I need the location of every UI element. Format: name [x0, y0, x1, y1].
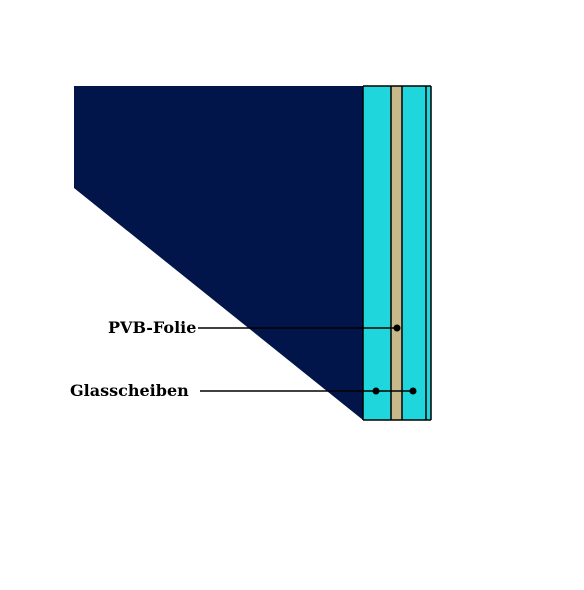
- leader-dot-glass-back: [409, 387, 417, 395]
- leader-dot-pvb: [393, 324, 401, 332]
- glass-body-face: [74, 86, 363, 420]
- label-pvb-film: PVB-Folie: [108, 318, 197, 337]
- pvb-film-layer: [391, 86, 402, 420]
- glass-pane-front: [363, 86, 391, 420]
- label-glass-panes: Glasscheiben: [70, 381, 189, 400]
- glass-pane-edge-strip: [426, 86, 431, 420]
- glass-pane-back: [402, 86, 426, 420]
- leader-dot-glass-front: [372, 387, 380, 395]
